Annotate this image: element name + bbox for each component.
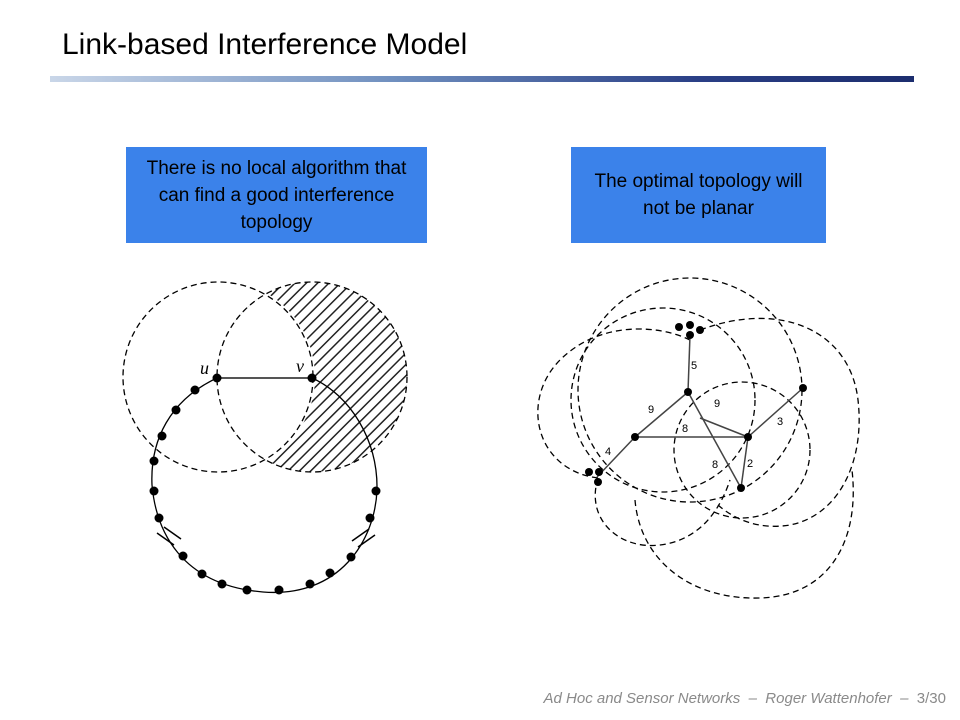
cluster-node: [595, 468, 603, 476]
topology-nodes: [585, 321, 807, 492]
footer-separator: –: [900, 690, 909, 707]
ring-node: [149, 486, 159, 496]
edge-right-to-bottom: [740, 436, 749, 489]
edge-label: 9: [714, 398, 720, 410]
ring-node: [305, 579, 315, 589]
edge-label: 8: [682, 423, 688, 435]
topology-edges: [596, 334, 804, 489]
break-mark-left: [156, 526, 182, 546]
slide-title: Link-based Interference Model: [62, 28, 468, 61]
node-v-label: v: [296, 356, 304, 376]
ring-node: [171, 405, 181, 415]
cluster-node: [686, 331, 694, 339]
ring-node: [178, 551, 188, 561]
footer-separator: –: [748, 690, 757, 707]
left-diagram: u v: [122, 281, 408, 595]
title-underline-bar: [50, 76, 914, 82]
cluster-node: [594, 478, 602, 486]
range-arc-left: [537, 328, 691, 479]
ring-node: [242, 585, 252, 595]
range-arc-right: [699, 317, 860, 527]
node-far-right: [799, 384, 807, 392]
break-mark-right: [351, 528, 376, 548]
callout-optimal-topology: The optimal topology will not be planar: [571, 147, 826, 243]
callout-no-local-algorithm: There is no local algorithm that can fin…: [126, 147, 427, 243]
range-circle-v: [216, 281, 408, 473]
callout-right-text: The optimal topology will not be planar: [594, 171, 803, 219]
cluster-node: [686, 321, 694, 329]
slide-footer: Ad Hoc and Sensor Networks – Roger Watte…: [544, 690, 947, 707]
ring-node: [154, 513, 164, 523]
ring-node: [274, 585, 284, 595]
edge-label: 2: [747, 458, 753, 470]
ring-node: [217, 579, 227, 589]
edge-right-to-far-right: [747, 387, 804, 438]
edge-label: 3: [777, 416, 783, 428]
node-bottom: [737, 484, 745, 492]
edge-label: 8: [712, 459, 718, 471]
cluster-node: [675, 323, 683, 331]
node-v: [307, 373, 317, 383]
ring-node: [365, 513, 375, 523]
hub-node: [684, 388, 692, 396]
edge-mid-to-right: [699, 417, 749, 438]
edge-label: 5: [691, 360, 697, 372]
footer-course: Ad Hoc and Sensor Networks: [543, 690, 741, 707]
edge-label: 4: [605, 446, 611, 458]
ring-node: [197, 569, 207, 579]
edge-left-to-cluster: [596, 436, 636, 478]
range-arc-bottom: [634, 469, 854, 599]
edge-weight-labels: 5 9 9 8 3 4 8 2: [605, 360, 783, 471]
edge-label: 9: [648, 404, 654, 416]
interference-ranges: [537, 277, 860, 599]
cluster-node: [585, 468, 593, 476]
callout-left-text: There is no local algorithm that can fin…: [146, 157, 407, 233]
ring-node: [346, 552, 356, 562]
range-circle-small-right: [673, 381, 811, 519]
cluster-node: [696, 326, 704, 334]
range-circle-upper-left: [570, 307, 756, 493]
ring-node: [157, 431, 167, 441]
node-u-label: u: [200, 358, 209, 378]
footer-page-number: 3/30: [916, 690, 946, 707]
ring-nodes: [149, 373, 381, 595]
range-arc-bottom-left: [594, 477, 731, 547]
ring-node: [149, 456, 159, 466]
node-u: [212, 373, 222, 383]
footer-author: Roger Wattenhofer: [765, 690, 892, 707]
ring-path: [151, 377, 378, 593]
edge-hub-to-left: [634, 391, 689, 438]
right-diagram: 5 9 9 8 3 4 8 2: [537, 277, 860, 599]
edge-top-to-hub: [687, 334, 691, 393]
node-left: [631, 433, 639, 441]
ring-node: [371, 486, 381, 496]
ring-node: [325, 568, 335, 578]
edge-hub-to-bottom: [687, 391, 742, 489]
node-right: [744, 433, 752, 441]
ring-node: [190, 385, 200, 395]
